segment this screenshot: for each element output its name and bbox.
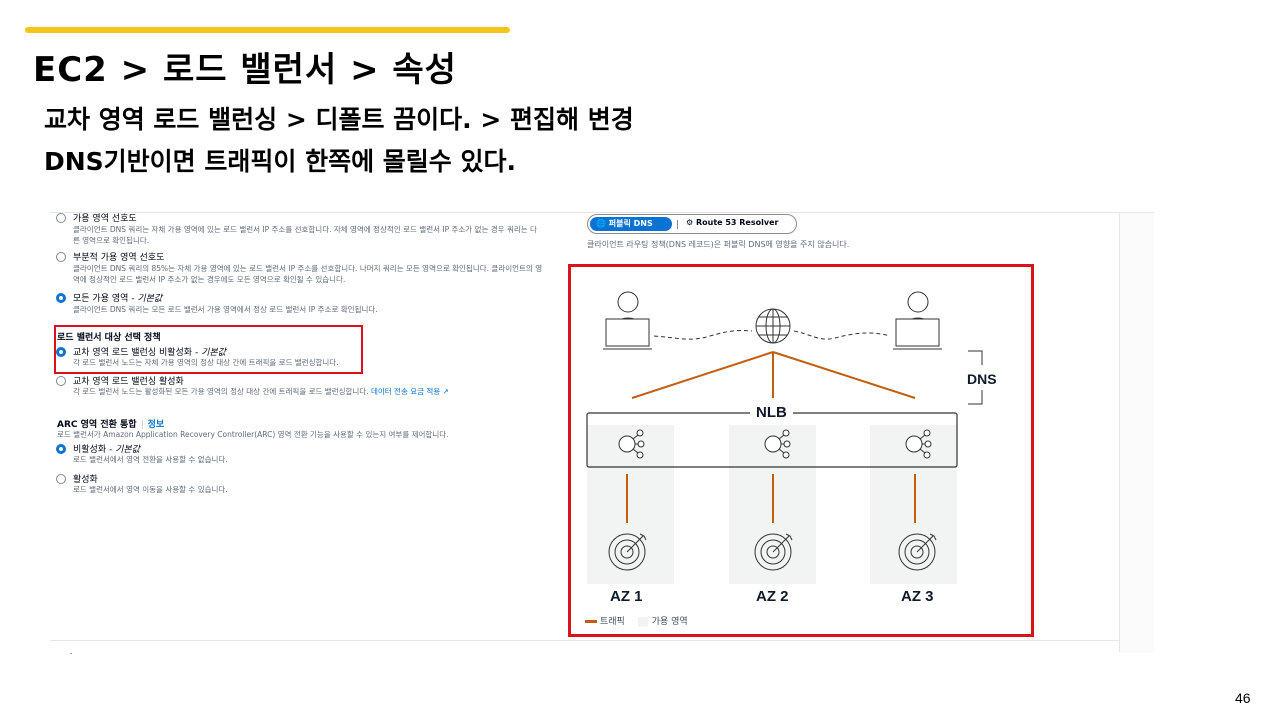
- option-description: 로드 밸런서에서 영역 전환을 사용할 수 없습니다.: [73, 455, 228, 464]
- radio-button-checked[interactable]: [56, 293, 66, 303]
- option-label: 교차 영역 로드 밸런싱 비활성화 - 기본값: [73, 348, 226, 358]
- segment-route53-resolver[interactable]: ⚙ Route 53 Resolver: [686, 218, 779, 227]
- option-label: 가용 영역 선호도: [73, 214, 137, 224]
- divider: [50, 212, 1154, 213]
- section-description: 로드 밸런서가 Amazon Application Recovery Cont…: [57, 430, 449, 439]
- section-title: 로드 밸런서 대상 선택 정책: [57, 333, 161, 343]
- radio-button[interactable]: [56, 252, 66, 262]
- accent-bar: [25, 27, 510, 33]
- radio-button-checked[interactable]: [56, 347, 66, 357]
- radio-button[interactable]: [56, 376, 66, 386]
- option-label: 비활성화 - 기본값: [73, 445, 140, 455]
- info-link[interactable]: 정보: [147, 420, 165, 430]
- pricing-link[interactable]: 데이터 전송 요금 적용: [370, 387, 441, 396]
- highlight-box: [54, 325, 363, 374]
- option-description: 로드 밸런서에서 영역 이동을 사용할 수 있습니다.: [73, 485, 228, 494]
- diagram-description: 클라이언트 라우팅 정책(DNS 레코드)은 퍼블릭 DNS에 영향을 주지 않…: [587, 240, 850, 249]
- segment-public-dns[interactable]: 🌐 퍼블릭 DNS: [590, 217, 672, 231]
- option-description: 클라이언트 DNS 쿼리는 자체 가용 영역에 있는 로드 밸런서 IP 주소를…: [73, 225, 537, 245]
- radio-button[interactable]: [56, 213, 66, 223]
- az-label: AZ 2: [756, 588, 789, 605]
- diagram-legend: 트래픽 가용 영역: [585, 614, 688, 627]
- option-label: 부분적 가용 영역 선호도: [73, 253, 165, 263]
- resolver-icon: ⚙: [686, 218, 694, 227]
- radio-button-checked[interactable]: [56, 444, 66, 454]
- option-label: 교차 영역 로드 밸런싱 활성화: [73, 377, 184, 387]
- traffic-legend-swatch: [585, 620, 597, 623]
- option-description: 클라이언트 DNS 쿼리의 85%는 자체 가용 영역에 있는 로드 밸런서 I…: [73, 264, 543, 284]
- az-label: AZ 1: [610, 588, 643, 605]
- option-label: 모든 가용 영역 - 기본값: [73, 294, 163, 304]
- external-link-icon[interactable]: ↗: [442, 387, 449, 396]
- dot: [70, 653, 72, 654]
- highlight-box: [568, 264, 1034, 637]
- nlb-label: NLB: [750, 404, 793, 421]
- option-description: 각 로드 밸런서 노드는 활성화된 모든 가용 영역의 정상 대상 간에 트래픽…: [73, 387, 449, 396]
- page-number: 46: [1235, 690, 1251, 706]
- zone-legend-swatch: [637, 616, 648, 627]
- radio-button[interactable]: [56, 474, 66, 484]
- option-label: 활성화: [73, 475, 98, 485]
- slide-subtitle-1: 교차 영역 로드 밸런싱 > 디폴트 끔이다. > 편집해 변경: [44, 105, 634, 134]
- dns-segmented-control[interactable]: 🌐 퍼블릭 DNS ⚙ Route 53 Resolver: [587, 214, 797, 234]
- divider: [677, 220, 678, 229]
- dns-label: DNS: [967, 371, 997, 387]
- slide-title: EC2 > 로드 밸런서 > 속성: [33, 50, 457, 90]
- divider: [1119, 212, 1120, 652]
- option-description: 각 로드 밸런서 노드는 자체 가용 영역의 정상 대상 간에 트래픽을 로드 …: [73, 358, 339, 367]
- az-label: AZ 3: [901, 588, 934, 605]
- console-screenshot: 가용 영역 선호도 클라이언트 DNS 쿼리는 자체 가용 영역에 있는 로드 …: [50, 212, 1154, 654]
- slide-subtitle-2: DNS기반이면 트래픽이 한쪽에 몰릴수 있다.: [44, 147, 516, 176]
- nlb-diagram: [586, 291, 983, 584]
- divider: [50, 640, 1120, 641]
- option-description: 클라이언트 DNS 쿼리는 모든 로드 밸런서 가용 영역에서 정상 로드 밸런…: [73, 305, 378, 314]
- side-pane: [1120, 213, 1154, 653]
- globe-icon: 🌐: [596, 219, 606, 228]
